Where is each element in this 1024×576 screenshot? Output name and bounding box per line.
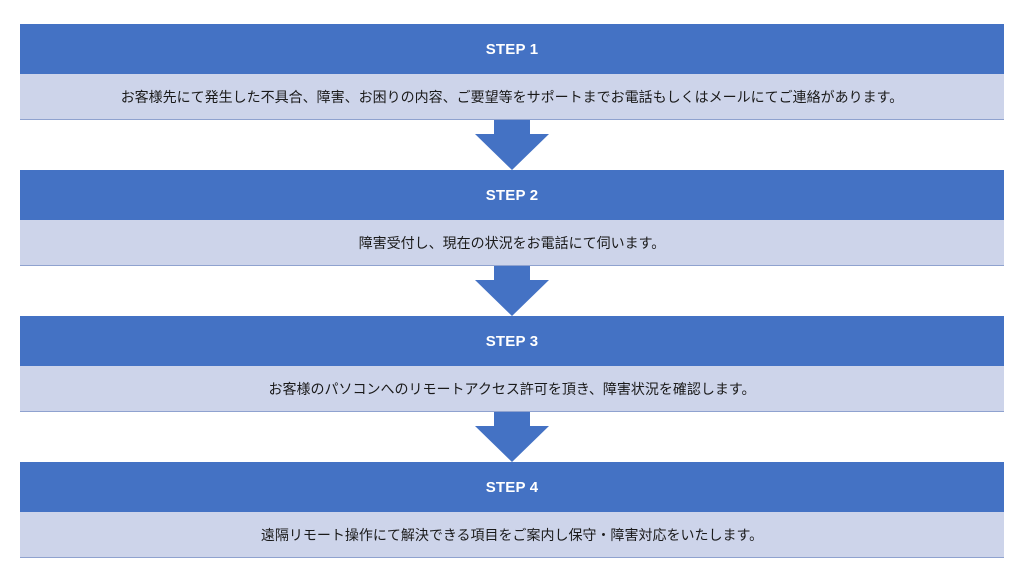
step-2: STEP 2 障害受付し、現在の状況をお電話にて伺います。 (20, 170, 1004, 266)
step-4: STEP 4 遠隔リモート操作にて解決できる項目をご案内し保守・障害対応をいたし… (20, 462, 1004, 558)
step-1: STEP 1 お客様先にて発生した不具合、障害、お困りの内容、ご要望等をサポート… (20, 24, 1004, 120)
step-2-title: STEP 2 (20, 170, 1004, 220)
support-flow-diagram: STEP 1 お客様先にて発生した不具合、障害、お困りの内容、ご要望等をサポート… (20, 24, 1004, 558)
step-4-description: 遠隔リモート操作にて解決できる項目をご案内し保守・障害対応をいたします。 (20, 512, 1004, 558)
step-1-title: STEP 1 (20, 24, 1004, 74)
down-arrow-icon (20, 120, 1004, 170)
step-3-description: お客様のパソコンへのリモートアクセス許可を頂き、障害状況を確認します。 (20, 366, 1004, 412)
step-1-description: お客様先にて発生した不具合、障害、お困りの内容、ご要望等をサポートまでお電話もし… (20, 74, 1004, 120)
down-arrow-icon (20, 266, 1004, 316)
step-2-description: 障害受付し、現在の状況をお電話にて伺います。 (20, 220, 1004, 266)
down-arrow-icon (20, 412, 1004, 462)
step-4-title: STEP 4 (20, 462, 1004, 512)
step-3-title: STEP 3 (20, 316, 1004, 366)
step-3: STEP 3 お客様のパソコンへのリモートアクセス許可を頂き、障害状況を確認しま… (20, 316, 1004, 412)
